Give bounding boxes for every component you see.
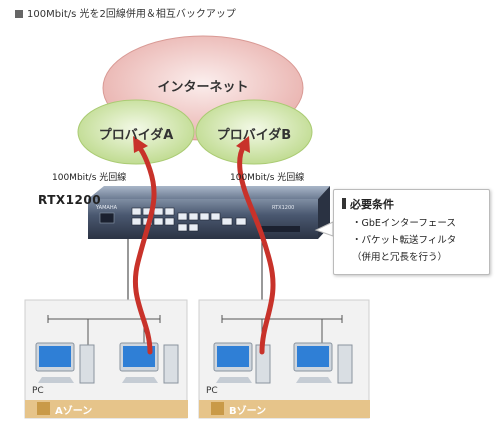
pc-a1	[35, 342, 95, 384]
zone-a-tab: Aゾーン	[25, 400, 188, 418]
zone-a-tab-marker	[37, 402, 50, 415]
requirement-item: ・GbEインターフェース	[352, 218, 456, 229]
provider-b-node	[195, 99, 313, 165]
internet-label: インターネット	[157, 80, 249, 95]
provider-b-label: プロバイダB	[216, 128, 292, 143]
heading-bar-icon	[342, 198, 346, 209]
zone-a-pc-label: PC	[32, 386, 44, 396]
provider-a-node	[77, 99, 195, 165]
arrowhead-provider-a	[133, 136, 148, 153]
pc-b2	[293, 342, 353, 384]
provider-a-label: プロバイダA	[98, 128, 174, 143]
arrow-to-provider-a	[132, 143, 157, 355]
title-square-icon	[15, 10, 23, 18]
requirements-heading: 必要条件	[342, 196, 489, 212]
left-link-label: 100Mbit/s 光回線	[52, 173, 127, 183]
arrowhead-provider-b	[236, 136, 250, 153]
router-model-text: RTX1200	[272, 205, 294, 211]
requirement-item: ・パケット転送フィルタ	[352, 235, 457, 246]
router-brand-text: YAMAHA	[95, 205, 118, 211]
requirements-callout: 必要条件 ・GbEインターフェース ・パケット転送フィルタ （併用と冗長を行う）	[333, 189, 490, 275]
zone-b-tab: Bゾーン	[199, 400, 370, 418]
requirement-item: （併用と冗長を行う）	[352, 252, 448, 263]
router-device	[88, 186, 330, 239]
zone-b-tab-marker	[211, 402, 224, 415]
traffic-arrows	[132, 143, 276, 355]
zone-b-pc-label: PC	[206, 386, 218, 396]
pc-b1	[213, 342, 271, 384]
right-link-label: 100Mbit/s 光回線	[230, 173, 305, 183]
router-name-label: RTX1200	[38, 193, 102, 207]
pc-a2	[119, 342, 179, 384]
diagram-title: 100Mbit/s 光を2回線併用＆相互バックアップ	[15, 5, 236, 20]
arrow-to-provider-b	[237, 143, 276, 355]
